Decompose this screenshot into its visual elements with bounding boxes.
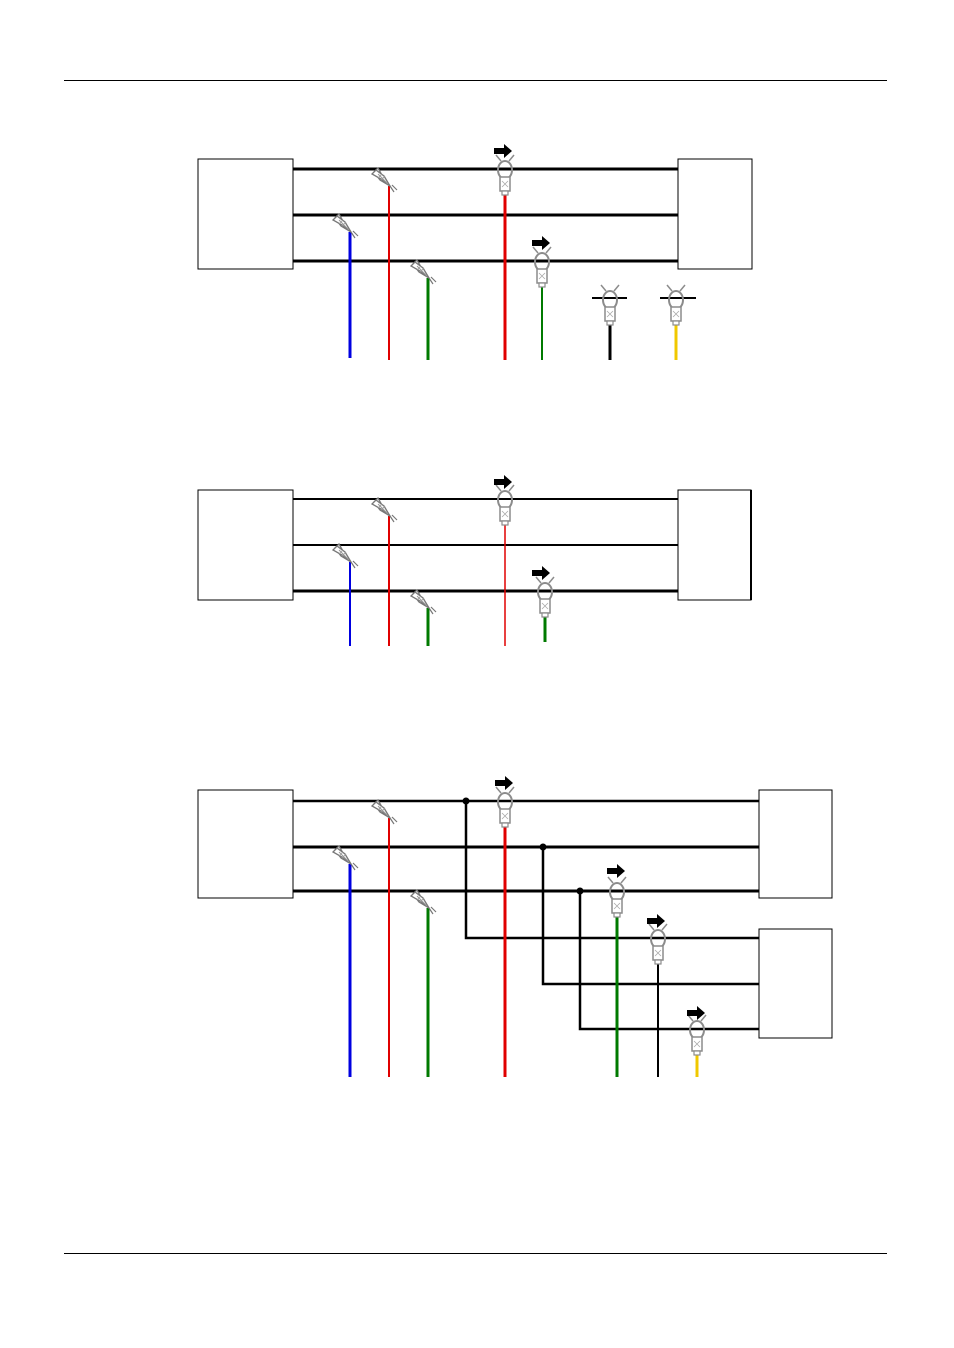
alligator-clip-icon [411, 260, 436, 284]
junction-dot [577, 888, 584, 895]
diagram-1 [198, 144, 752, 360]
diagram-2 [198, 475, 751, 646]
source-box [198, 159, 293, 269]
current-clamp-icon [608, 877, 626, 917]
current-clamp-icon [533, 247, 551, 287]
alligator-clip-icon [372, 498, 397, 522]
current-clamp-icon [496, 485, 514, 525]
load-box-2 [759, 929, 832, 1038]
source-box [198, 490, 293, 600]
load-box [678, 159, 752, 269]
current-clamp-icon [496, 155, 514, 195]
current-clamp-icon [688, 1015, 706, 1055]
arrow-right-icon [532, 566, 550, 580]
alligator-clip-icon [372, 800, 397, 824]
junction-dot [540, 844, 547, 851]
current-clamp-icon [601, 285, 619, 325]
alligator-clip-icon [333, 544, 358, 568]
current-clamp-icon [667, 285, 685, 325]
alligator-clip-icon [372, 168, 397, 192]
alligator-clip-icon [333, 846, 358, 870]
alligator-clip-icon [411, 890, 436, 914]
load-box [678, 490, 751, 600]
bus-lines [293, 801, 759, 1029]
junction-dot [463, 798, 470, 805]
current-clamp-icon [536, 577, 554, 617]
diagram-3 [198, 776, 832, 1077]
current-clamp-icon [496, 787, 514, 827]
load-box-1 [759, 790, 832, 898]
current-clamp-icon [649, 924, 667, 964]
alligator-clip-icon [411, 590, 436, 614]
source-box [198, 790, 293, 898]
arrow-right-icon [607, 864, 625, 878]
alligator-clip-icon [333, 214, 358, 238]
